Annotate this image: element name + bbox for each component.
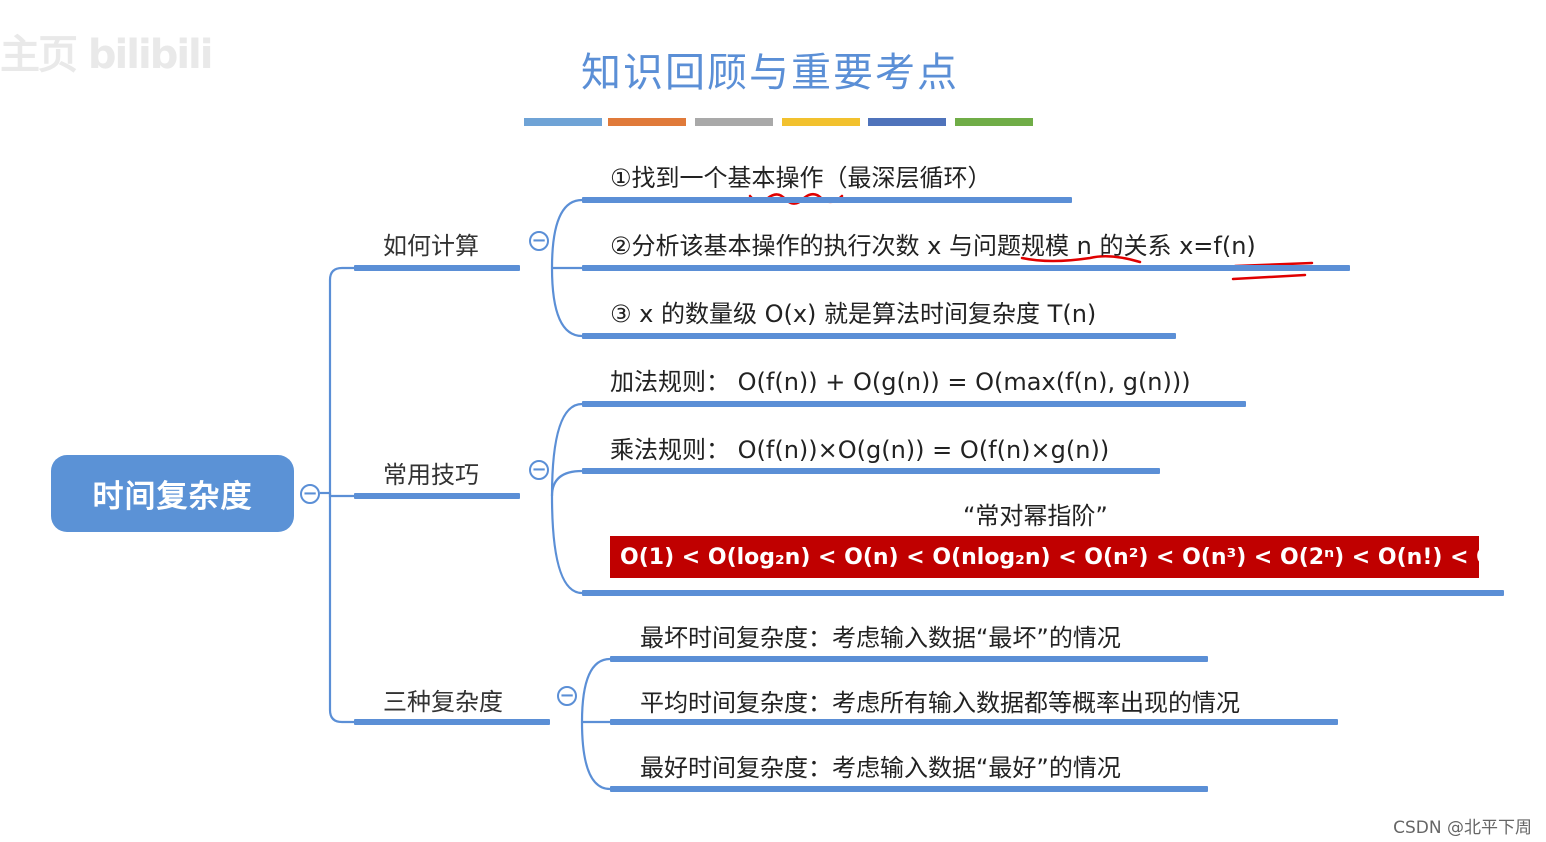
leaf-underline-1-1 [582, 197, 1072, 203]
leaf-multiplication-rule: 乘法规则： O(f(n))×O(g(n)) = O(f(n)×g(n)) [610, 436, 1110, 464]
branch-underline-3 [354, 719, 550, 725]
leaf-underline-2-3 [582, 590, 1504, 596]
leaf-underline-3-2 [610, 719, 1338, 725]
title-bar-blue [524, 118, 602, 126]
title-bar-gray [695, 118, 773, 126]
connector-b1-leaf3 [550, 267, 583, 338]
watermark: 主页 bilibili [0, 32, 213, 78]
csdn-credit: CSDN @北平下周 [1393, 818, 1532, 838]
title-bar-orange [608, 118, 686, 126]
branch-3-collapse-button[interactable]: − [557, 686, 577, 706]
title-bar-green [955, 118, 1033, 126]
branch-label-common-tricks[interactable]: 常用技巧 [383, 461, 479, 489]
page-title: 知识回顾与重要考点 [581, 50, 959, 96]
branch-label-three-complexities[interactable]: 三种复杂度 [383, 688, 503, 716]
branch-underline-2 [354, 493, 520, 499]
connector-b2-leaf2 [550, 469, 583, 497]
branch-2-collapse-button[interactable]: − [529, 460, 549, 480]
root-node[interactable]: 时间复杂度 [51, 455, 294, 532]
leaf-order-is-complexity: ③ x 的数量级 O(x) 就是算法时间复杂度 T(n) [610, 300, 1097, 328]
leaf-addition-rule: 加法规则： O(f(n)) + O(g(n)) = O(max(f(n), g(… [610, 368, 1191, 396]
leaf-average-case: 平均时间复杂度：考虑所有输入数据都等概率出现的情况 [640, 689, 1240, 717]
branch-underline-1 [354, 265, 520, 271]
title-bar-yellow [782, 118, 860, 126]
leaf-find-basic-operation: ①找到一个基本操作（最深层循环） [610, 164, 992, 192]
root-collapse-button[interactable]: − [300, 484, 320, 504]
leaf-underline-2-1 [582, 401, 1246, 407]
leaf-underline-1-3 [582, 333, 1176, 339]
connector-b1-leaf1 [550, 198, 583, 269]
annotation-underline-problem-size [1020, 254, 1142, 264]
complexity-order-highlight: O(1) < O(log₂n) < O(n) < O(nlog₂n) < O(n… [610, 536, 1541, 578]
leaf-analyze-execution-count: ②分析该基本操作的执行次数 x 与问题规模 n 的关系 x=f(n) [610, 232, 1256, 260]
branch-label-how-to-calculate[interactable]: 如何计算 [383, 232, 479, 260]
title-bar-darkblue [868, 118, 946, 126]
connector-b3-leaf3 [580, 721, 611, 791]
connector-root-branch1 [328, 266, 354, 493]
leaf-best-case: 最好时间复杂度：考虑输入数据“最好”的情况 [640, 754, 1121, 782]
leaf-underline-3-1 [610, 656, 1208, 662]
connector-b2-leaf3 [550, 495, 583, 595]
leaf-underline-1-2 [582, 265, 1350, 271]
annotation-underline-formula-2 [1231, 273, 1307, 281]
connector-root-branch2 [328, 493, 354, 498]
connector-b2-leaf1 [550, 402, 583, 497]
leaf-worst-case: 最坏时间复杂度：考虑输入数据“最坏”的情况 [640, 624, 1121, 652]
leaf-mnemonic: “常对幂指阶” [963, 502, 1108, 530]
leaf-underline-2-2 [582, 468, 1160, 474]
connector-root-branch3 [328, 493, 354, 724]
connector-b3-leaf1 [580, 657, 611, 723]
branch-1-collapse-button[interactable]: − [529, 231, 549, 251]
leaf-underline-3-3 [610, 786, 1208, 792]
